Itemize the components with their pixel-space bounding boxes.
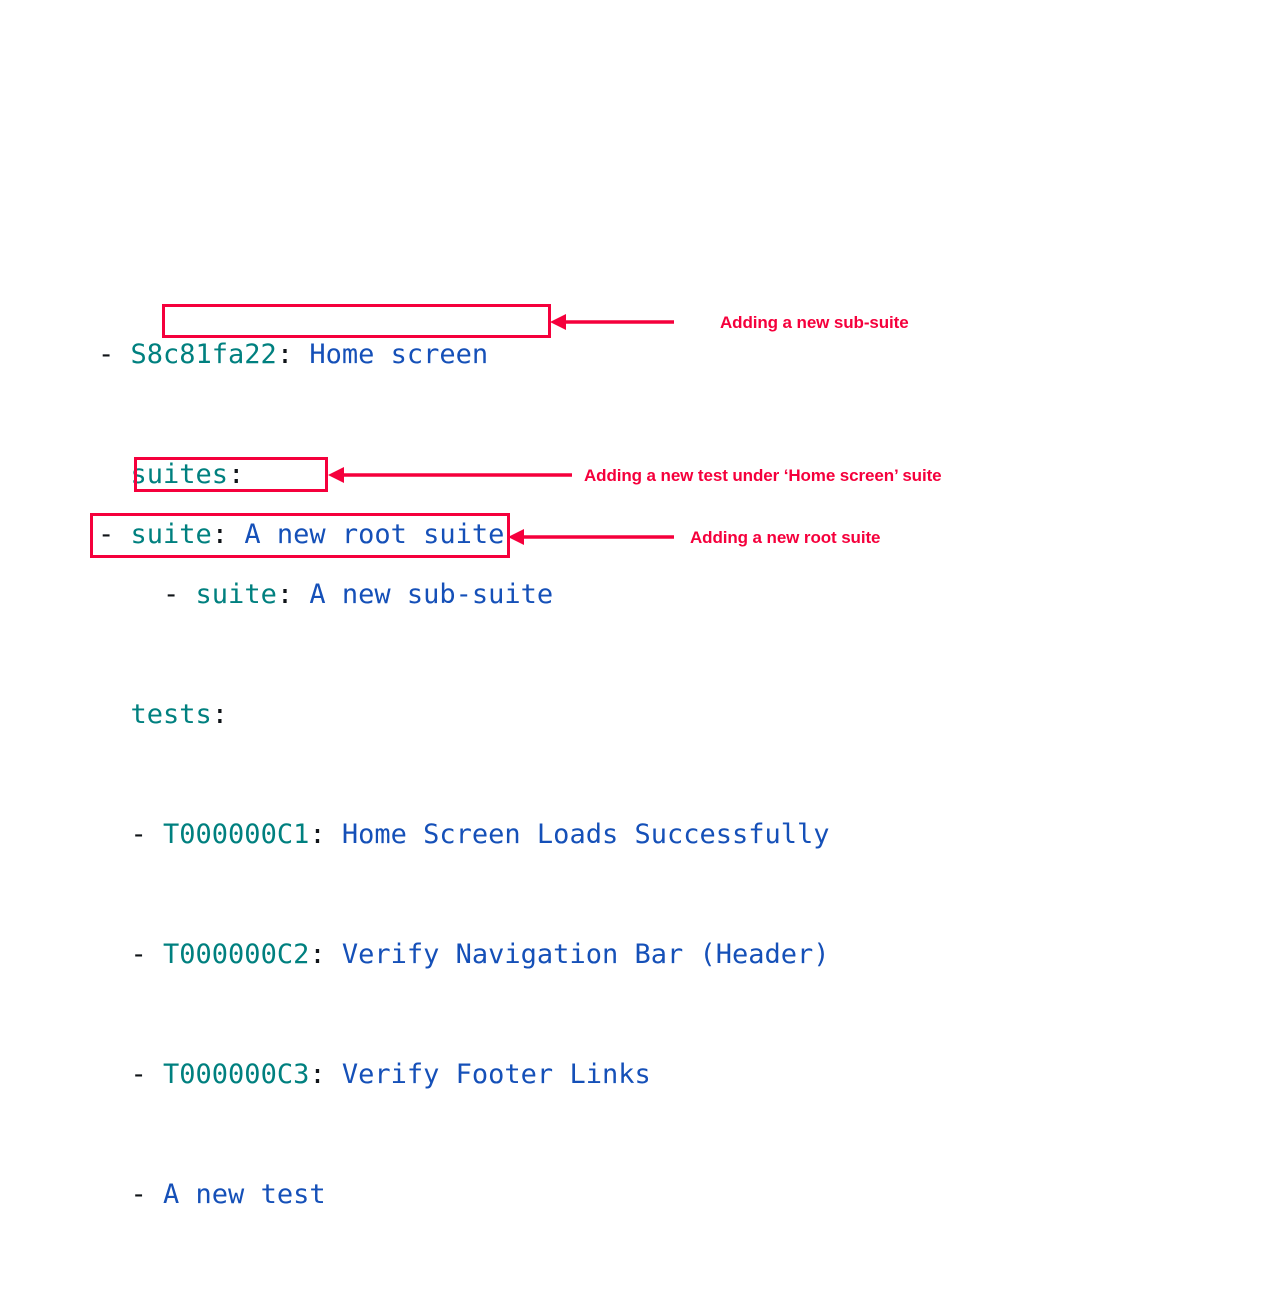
- annotation-label-sub-suite: Adding a new sub-suite: [720, 313, 909, 332]
- annotation-label-root-suite: Adding a new root suite: [690, 528, 881, 547]
- new-root-suite-name: A new root suite: [228, 519, 505, 550]
- suite-name: Home screen: [293, 339, 489, 370]
- test-id: T000000C1: [163, 819, 310, 850]
- tree-line-new-root-suite: - suite: A new root suite: [98, 520, 504, 550]
- indent: [98, 579, 163, 610]
- tree-line-sub-suite: - suite: A new sub-suite: [98, 580, 830, 610]
- suite-key-label: suite: [130, 519, 212, 550]
- sub-suite-name: A new sub-suite: [293, 579, 554, 610]
- tree-line-root-suite: - S8c81fa22: Home screen: [98, 340, 830, 370]
- suite-key-label: suite: [195, 579, 277, 610]
- test-id: T000000C2: [163, 939, 310, 970]
- tree-line-tests-key: tests:: [98, 700, 830, 730]
- test-name: Verify Footer Links: [325, 1059, 651, 1090]
- list-dash: -: [130, 1179, 164, 1210]
- indent: [98, 1059, 131, 1090]
- test-name: Verify Navigation Bar (Header): [325, 939, 830, 970]
- tests-label: tests: [130, 699, 212, 730]
- list-dash: -: [98, 519, 131, 550]
- list-dash: -: [163, 579, 196, 610]
- tree-line-test: - T000000C2: Verify Navigation Bar (Head…: [98, 940, 830, 970]
- list-dash: -: [130, 819, 164, 850]
- list-dash: -: [130, 939, 164, 970]
- colon: :: [276, 579, 294, 610]
- test-id: T000000C3: [163, 1059, 310, 1090]
- test-suite-tree: - S8c81fa22: Home screen suites: - suite…: [98, 250, 830, 1300]
- suite-id: S8c81fa22: [130, 339, 277, 370]
- new-test-name: A new test: [163, 1179, 326, 1210]
- colon: :: [309, 939, 326, 970]
- colon: :: [211, 519, 229, 550]
- indent: [98, 939, 131, 970]
- indent: [98, 819, 131, 850]
- colon: :: [276, 339, 294, 370]
- colon: :: [211, 699, 229, 730]
- tree-line-test: - T000000C1: Home Screen Loads Successfu…: [98, 820, 830, 850]
- tree-line-new-test: - A new test: [98, 1180, 830, 1210]
- list-dash: -: [130, 1059, 164, 1090]
- indent: [98, 459, 131, 490]
- indent: [98, 1179, 131, 1210]
- colon: :: [309, 1059, 326, 1090]
- indent: [98, 699, 131, 730]
- tree-line-test: - T000000C3: Verify Footer Links: [98, 1060, 830, 1090]
- colon: :: [309, 819, 326, 850]
- document-canvas: - S8c81fa22: Home screen suites: - suite…: [90, 304, 942, 1210]
- annotation-label-new-test: Adding a new test under ‘Home screen’ su…: [584, 466, 942, 485]
- suites-label: suites: [130, 459, 229, 490]
- colon: :: [228, 459, 245, 490]
- test-name: Home Screen Loads Successfully: [325, 819, 830, 850]
- tree-line-suites-key: suites:: [98, 460, 830, 490]
- list-dash: -: [98, 339, 131, 370]
